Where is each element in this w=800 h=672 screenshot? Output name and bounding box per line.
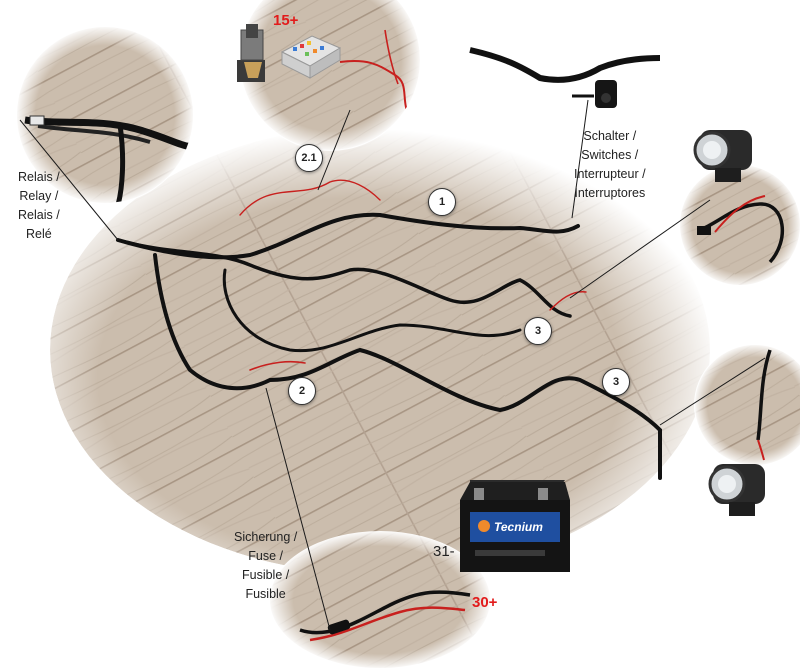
callout-3-b: 3 — [602, 368, 630, 396]
relay-label: Relais / Relay / Relais / Relé — [18, 170, 60, 241]
terminal-31-label: 31- — [433, 543, 455, 560]
lamp-connector-top — [697, 195, 785, 264]
fuse-box-icon — [280, 35, 342, 79]
callout-1: 1 — [428, 188, 456, 216]
floor-background — [49, 124, 711, 576]
terminal-15-label: 15+ — [273, 12, 299, 29]
fuse-detail-ellipse — [269, 531, 491, 669]
battery-brand: Tecnium — [494, 520, 543, 534]
main-harness — [116, 179, 662, 480]
callout-3-a: 3 — [524, 317, 552, 345]
fuse-wiring — [299, 590, 471, 642]
ignition-and-fuse-box — [237, 24, 411, 119]
lamp-icon-bottom — [708, 464, 765, 516]
battery-logo-icon — [478, 520, 490, 532]
fuse-label: Sicherung / Fuse / Fusible / Fusible — [234, 530, 298, 601]
relay-harness — [24, 115, 193, 203]
ignition-key-icon — [237, 24, 265, 82]
callout-2-1: 2.1 — [295, 144, 323, 172]
leader-lines — [19, 99, 766, 631]
handlebar-switch — [469, 47, 661, 108]
lamp-connector-bottom — [756, 349, 772, 461]
battery: Tecnium — [460, 480, 570, 572]
lamp-icon-top — [693, 130, 752, 182]
terminal-30-label: 30+ — [472, 594, 498, 611]
relay-detail-circle — [16, 26, 194, 204]
lamp-connector-detail-circle-top — [679, 164, 800, 286]
switch-label: Schalter / Switches / Interrupteur / Int… — [574, 129, 646, 200]
lamp-connector-detail-circle-bottom — [694, 344, 800, 466]
callout-2: 2 — [288, 377, 316, 405]
